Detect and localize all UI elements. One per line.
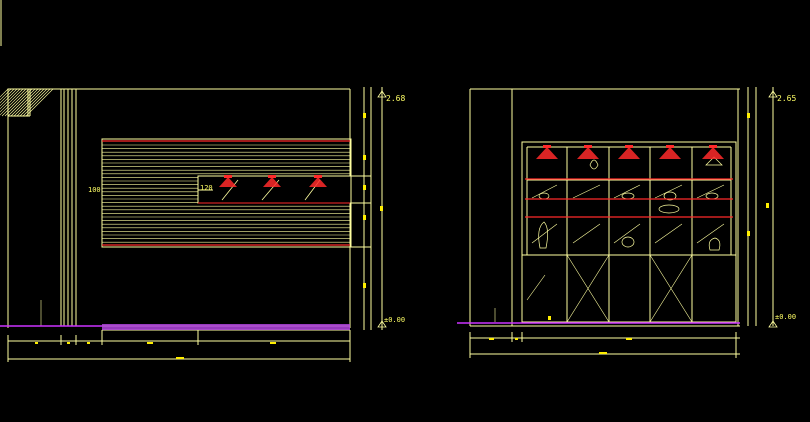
left-elevation-markers — [35, 113, 383, 359]
cabinet-top-lamps — [536, 145, 724, 159]
left-height-mark: 2.68 — [386, 94, 405, 103]
left-wall-elevation — [0, 87, 387, 362]
dim-label-100: 100 — [88, 186, 101, 194]
right-wall-elevation — [469, 87, 778, 358]
right-height-mark: 2.65 — [777, 94, 796, 103]
left-floor-finish — [102, 324, 350, 330]
right-elevation-markers — [489, 113, 769, 354]
left-floor-level-mark: ±0.00 — [384, 316, 405, 324]
left-niche-lamps — [219, 175, 327, 187]
right-floor-level-mark: ±0.00 — [775, 313, 796, 321]
dim-label-120: 120 — [200, 184, 213, 192]
